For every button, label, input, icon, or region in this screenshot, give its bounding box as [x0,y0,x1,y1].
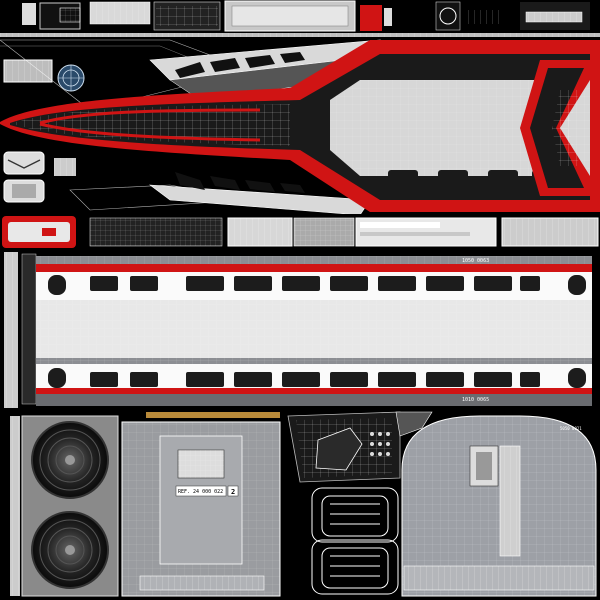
top-strip [0,0,600,32]
side-window-row-bottom [48,368,586,388]
side-window-row-top [48,275,586,295]
nose-section [0,39,600,216]
fan-grille-icon [31,511,109,589]
part-tag [22,3,36,25]
plate-number: 2 [231,488,235,496]
gold-bar [146,412,280,418]
red-swatch [360,5,382,31]
left-parts [3,59,85,203]
mid-strip [0,214,600,250]
lower-side-code: 1010 0065 [462,397,489,403]
side-car-panel: 1050 0063 1010 0065 [0,250,600,410]
bottom-section: REF. 24 000 022 2 [0,410,600,600]
upper-side-code: 1050 0063 [462,258,489,264]
fan-grille-icon [31,421,109,499]
cockpit-frame [311,487,399,595]
roof-code: 5050 0021 [560,426,582,431]
plate-text: REF. 24 000 022 [178,489,223,495]
